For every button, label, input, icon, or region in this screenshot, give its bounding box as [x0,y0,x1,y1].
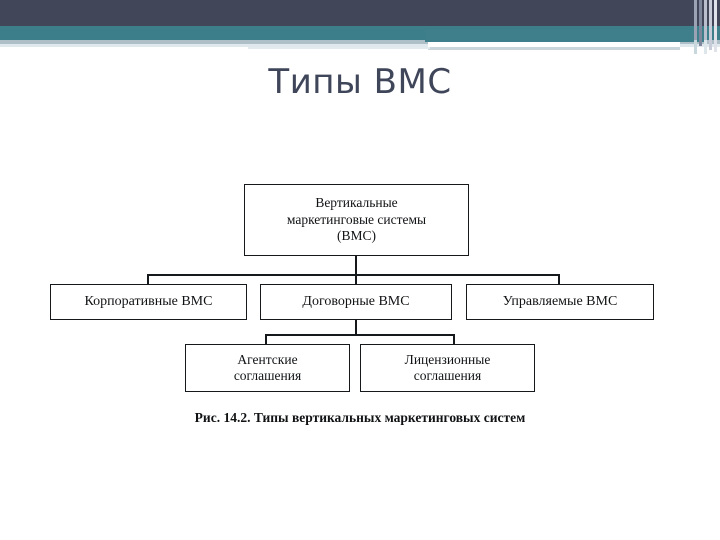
hierarchy-diagram: Вертикальные маркетинговые системы (ВМС)… [0,178,720,448]
connector-drop-license [453,334,455,344]
header-pale-line [0,44,720,47]
node-agency-line2: соглашения [233,368,302,383]
header-accent-teal-bar [425,30,705,42]
connector-level3-bus [265,334,455,336]
header-dark-band [0,0,720,26]
header-vertical-tick-4 [709,0,712,50]
header-vertical-tick-3 [704,0,707,46]
connector-drop-managed [558,274,560,284]
node-corporate-label: Корпоративные ВМС [84,294,213,310]
node-license-agreements: Лицензионные соглашения [360,344,535,392]
figure-caption: Рис. 14.2. Типы вертикальных маркетингов… [194,410,526,425]
node-managed-vms: Управляемые ВМС [466,284,654,320]
node-vertical-marketing-systems: Вертикальные маркетинговые системы (ВМС) [244,184,469,256]
page-title: Типы ВМС [268,62,452,102]
node-license-line1: Лицензионные [404,351,491,367]
header-vertical-tick-2 [699,0,702,46]
connector-root-stem [355,256,357,276]
node-license-line2: соглашения [413,368,482,383]
connector-drop-contract [355,274,357,284]
header-accent-gray-bar [428,47,680,50]
node-agency-agreements: Агентские соглашения [185,344,350,392]
connector-drop-agency [265,334,267,344]
header-vertical-tick-5 [714,0,717,52]
node-managed-label: Управляемые ВМС [502,294,618,310]
node-agency-line1: Агентские [237,351,298,367]
header-accent-gray-bar-secondary [248,47,430,49]
node-contract-vms: Договорные ВМС [260,284,452,320]
connector-contract-stem [355,320,357,334]
header-accent-white-bar [428,42,680,47]
connector-level2-bus [147,274,560,276]
node-contract-label: Договорные ВМС [302,294,410,310]
header-vertical-tick-low-1 [694,40,697,54]
connector-drop-corporate [147,274,149,284]
header-vertical-tick-1 [694,0,697,46]
node-root-line1: Вертикальные [315,195,398,211]
header-vertical-tick-low-2 [704,40,707,54]
node-corporate-vms: Корпоративные ВМС [50,284,247,320]
node-root-line2: маркетинговые системы [286,211,427,227]
node-root-line3: (ВМС) [336,228,376,244]
header-light-line [0,40,720,44]
